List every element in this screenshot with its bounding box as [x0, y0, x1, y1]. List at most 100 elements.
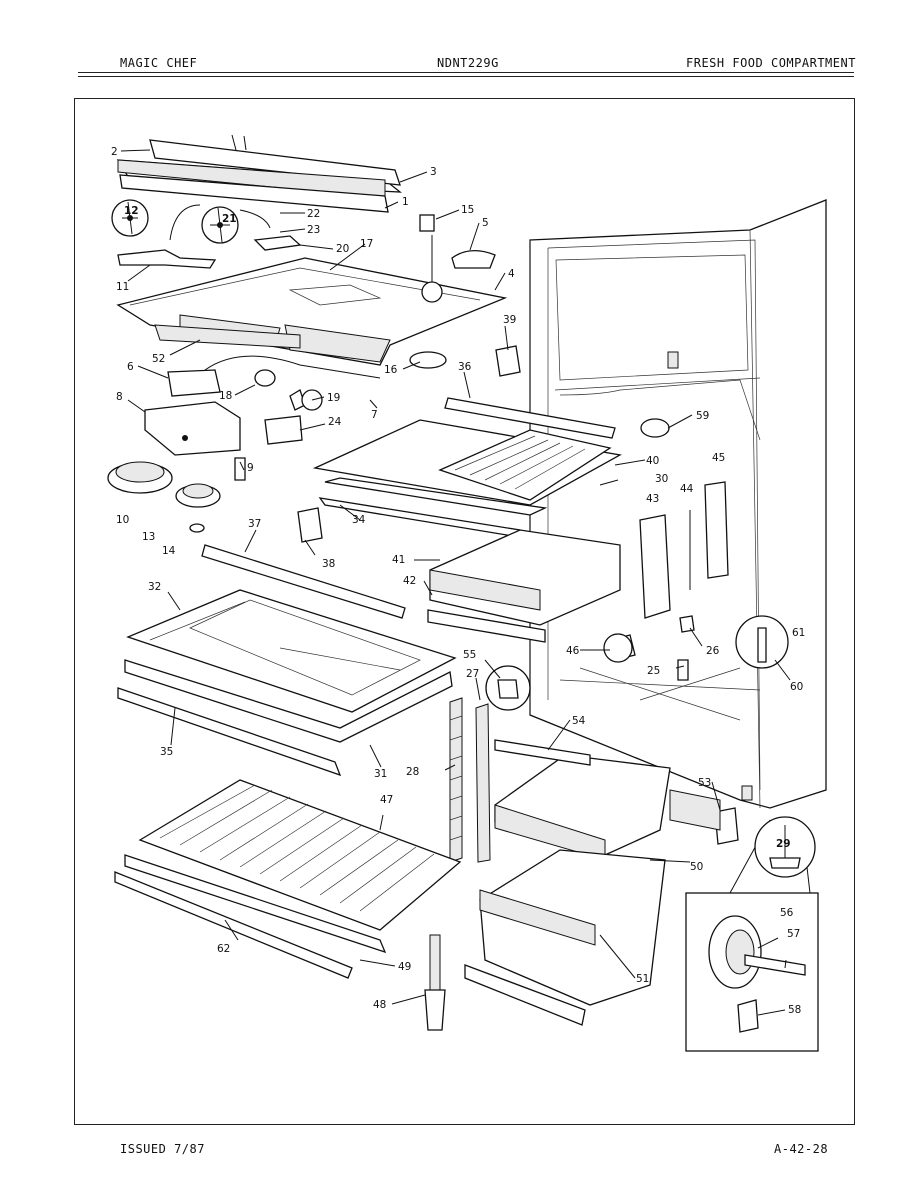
callout-50: 50: [690, 861, 703, 873]
callout-60: 60: [790, 681, 803, 693]
callout-53: 53: [698, 777, 711, 789]
callout-7: 7: [371, 409, 378, 421]
part-21-detail: [201, 206, 239, 244]
crisper-drawers: [479, 739, 739, 1006]
callout-23: 23: [307, 224, 320, 236]
meat-keeper-drawer: [427, 529, 621, 643]
callout-12: 12: [124, 205, 139, 217]
callout-62: 62: [217, 943, 230, 955]
drawer-trim: [464, 964, 586, 1026]
callout-11: 11: [116, 281, 129, 293]
callout-labels: 2 3 1 15 5 4 12 21 22 23 20 17 11 52 39 …: [111, 146, 805, 1016]
callout-28: 28: [406, 766, 419, 778]
callout-32: 32: [148, 581, 161, 593]
diagram-frame: [74, 98, 855, 1125]
wire-harness: [169, 204, 271, 241]
glass-shelf: [117, 589, 457, 777]
callout-55: 55: [463, 649, 476, 661]
callout-1: 1: [402, 196, 409, 208]
callout-58: 58: [788, 1004, 801, 1016]
callout-35: 35: [160, 746, 173, 758]
callout-34: 34: [352, 514, 366, 526]
header-model: NDNT229G: [437, 56, 499, 70]
part-5: [451, 250, 496, 269]
part-45: [704, 481, 729, 579]
part-12-detail: [111, 199, 149, 237]
footer-page-code: A-42-28: [774, 1142, 829, 1156]
callout-37: 37: [248, 518, 261, 530]
callout-26: 26: [706, 645, 720, 657]
part-29-detail: [754, 816, 816, 878]
callout-25: 25: [647, 665, 660, 677]
callout-31: 31: [374, 768, 387, 780]
callout-21: 21: [222, 213, 237, 225]
leader-lines: [120, 149, 791, 1016]
callout-8: 8: [116, 391, 123, 403]
callout-30: 30: [655, 473, 668, 485]
part-59: [640, 418, 670, 438]
callout-3: 3: [430, 166, 437, 178]
callout-2: 2: [111, 146, 118, 158]
callout-41: 41: [392, 554, 405, 566]
callout-13: 13: [142, 531, 155, 543]
callout-15: 15: [461, 204, 474, 216]
callout-42: 42: [403, 575, 416, 587]
callout-57: 57: [787, 928, 800, 940]
callout-56: 56: [780, 907, 794, 919]
callout-29: 29: [776, 838, 791, 850]
callout-44: 44: [680, 483, 694, 495]
part-11: [117, 249, 217, 269]
callout-14: 14: [162, 545, 176, 557]
header-brand: MAGIC CHEF: [120, 56, 198, 70]
part-39: [495, 345, 521, 377]
callout-17: 17: [360, 238, 373, 250]
thermostat-assembly: [144, 355, 381, 481]
callout-4: 4: [508, 268, 515, 280]
part-43: [639, 514, 671, 619]
callout-10: 10: [116, 514, 129, 526]
callout-18: 18: [219, 390, 232, 402]
part-38: [297, 507, 323, 543]
callout-43: 43: [646, 493, 659, 505]
callout-51: 51: [636, 973, 649, 985]
part-25: [677, 659, 689, 681]
callout-54: 54: [572, 715, 586, 727]
callout-48: 48: [373, 999, 386, 1011]
callout-40: 40: [646, 455, 659, 467]
wire-shelf: [114, 779, 462, 979]
top-liner-panel: [116, 235, 508, 366]
callout-27: 27: [466, 668, 479, 680]
callout-22: 22: [307, 208, 320, 220]
roller-inset: [685, 819, 819, 1052]
part-15: [419, 214, 435, 232]
callout-9: 9: [247, 462, 254, 474]
callout-16: 16: [384, 364, 398, 376]
control-housing: [116, 134, 402, 213]
footer-issued: ISSUED 7/87: [120, 1142, 205, 1156]
part-52: [154, 324, 301, 349]
callout-46: 46: [566, 645, 580, 657]
header-rule: [78, 72, 854, 73]
callout-38: 38: [322, 558, 335, 570]
part-16: [409, 351, 447, 369]
callout-59: 59: [696, 410, 709, 422]
callout-47: 47: [380, 794, 393, 806]
callout-45: 45: [712, 452, 725, 464]
callout-5: 5: [482, 217, 489, 229]
part-26: [679, 615, 695, 633]
part-36: [444, 397, 616, 439]
part-20: [253, 235, 302, 251]
callout-20: 20: [336, 243, 349, 255]
shelf-supports: [449, 665, 531, 863]
callout-52: 52: [152, 353, 165, 365]
callout-49: 49: [398, 961, 411, 973]
callout-6: 6: [127, 361, 134, 373]
callout-61: 61: [792, 627, 805, 639]
callout-24: 24: [328, 416, 342, 428]
header-section: FRESH FOOD COMPARTMENT: [686, 56, 856, 70]
control-knobs: [107, 461, 221, 533]
header-rule-2: [78, 76, 854, 77]
callout-36: 36: [458, 361, 472, 373]
part-37: [201, 544, 406, 619]
